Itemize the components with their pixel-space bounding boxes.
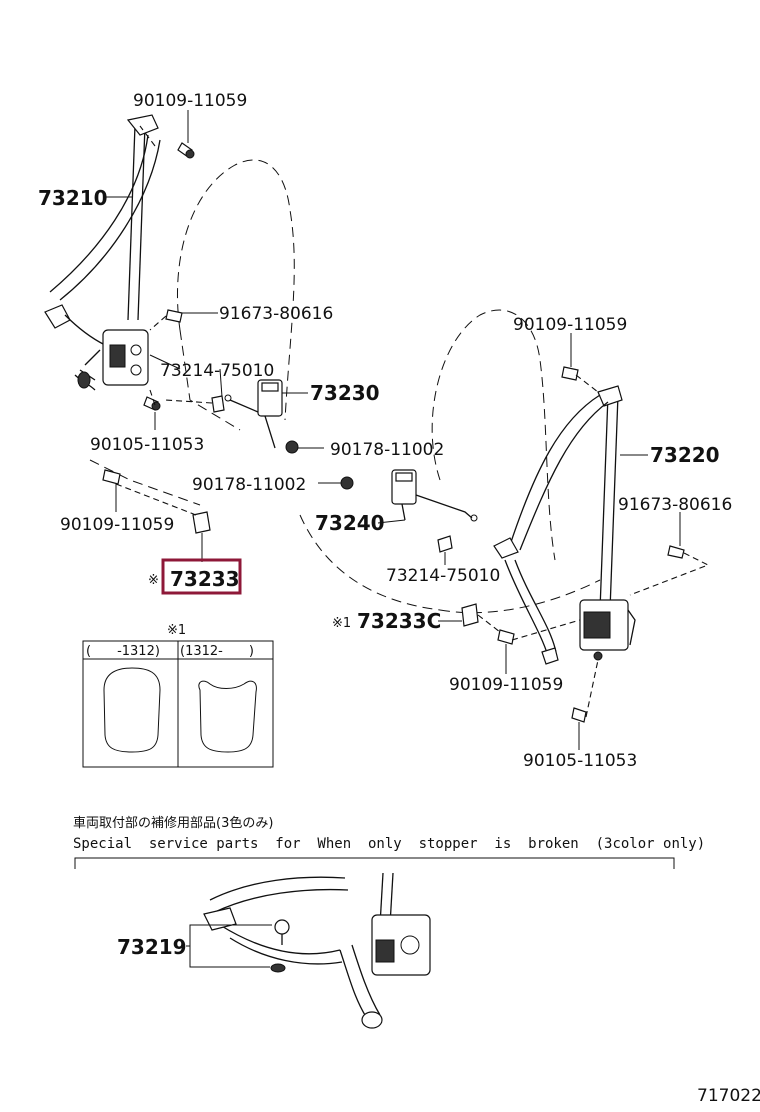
nut-90178-mid	[340, 476, 354, 490]
buckle-73230	[211, 379, 283, 449]
label-90109-right-top: 90109-11059	[513, 315, 627, 335]
right-leader-lines	[318, 333, 681, 750]
label-90178-mid: 90178-11002	[192, 475, 306, 495]
label-73220: 73220	[650, 443, 720, 467]
right-seat-outline	[299, 309, 601, 614]
bolt-90109-left	[102, 469, 121, 485]
label-90109-right-bottom: 90109-11059	[449, 675, 563, 695]
variant-table-mark: ※1	[167, 623, 186, 638]
buckle-73240	[391, 469, 478, 553]
variant-table: ※1 ( -1312) (1312- )	[82, 623, 274, 768]
stopper-73233	[192, 511, 211, 534]
part-labels: 90109-11059 73210 91673-80616 73214-7501…	[38, 91, 732, 771]
service-note-japanese: 車両取付部の補修用部品(3色のみ)	[73, 815, 273, 831]
variant-col1-header: ( -1312)	[86, 644, 160, 659]
label-73219: 73219	[117, 935, 187, 959]
variant-col2-header: (1312- )	[180, 644, 254, 659]
nut-90178-left	[285, 440, 299, 454]
label-73230: 73230	[310, 381, 380, 405]
label-73233c-mark: ※1	[332, 616, 351, 631]
bolt-90109-right-bottom	[497, 629, 515, 645]
label-73214-left: 73214-75010	[160, 361, 274, 381]
stopper-shape-new	[198, 680, 257, 753]
bolt-90109-right-top	[561, 366, 579, 381]
label-90178-left: 90178-11002	[330, 440, 444, 460]
label-73233-mark: ※	[148, 573, 159, 588]
stopper-73233c	[461, 603, 479, 627]
label-90109-top: 90109-11059	[133, 91, 247, 111]
highlight-box-73233	[161, 558, 242, 595]
label-90109-left: 90109-11059	[60, 515, 174, 535]
service-note: 車両取付部の補修用部品(3色のみ) Special service parts …	[73, 815, 705, 869]
bolt-91673-right	[667, 545, 685, 559]
label-90105-left: 90105-11053	[90, 435, 204, 455]
label-73210: 73210	[38, 186, 108, 210]
right-dashed-connectors	[477, 374, 710, 718]
left-seat-outline	[89, 159, 295, 506]
label-91673-left: 91673-80616	[219, 304, 333, 324]
label-73233: 73233	[170, 567, 240, 591]
bolt-90109-top	[177, 142, 195, 159]
right-belt-assembly	[493, 385, 636, 665]
label-73240: 73240	[315, 511, 385, 535]
service-note-english: Special service parts for When only stop…	[73, 836, 705, 852]
label-73214-right: 73214-75010	[386, 566, 500, 586]
label-73233c: 73233C	[357, 609, 441, 633]
figure-code: 717022F	[697, 1086, 760, 1106]
label-91673-right: 91673-80616	[618, 495, 732, 515]
stopper-shape-old	[103, 667, 161, 753]
bolt-90105-right	[571, 707, 587, 723]
left-dashed-connectors	[115, 125, 213, 516]
left-belt-assembly	[44, 114, 161, 391]
bolt-91673-left	[165, 309, 183, 323]
left-leader-lines	[104, 110, 324, 562]
label-90105-right: 90105-11053	[523, 751, 637, 771]
bolt-90105-left	[143, 396, 161, 411]
detail-73219: 73219	[117, 872, 431, 1029]
